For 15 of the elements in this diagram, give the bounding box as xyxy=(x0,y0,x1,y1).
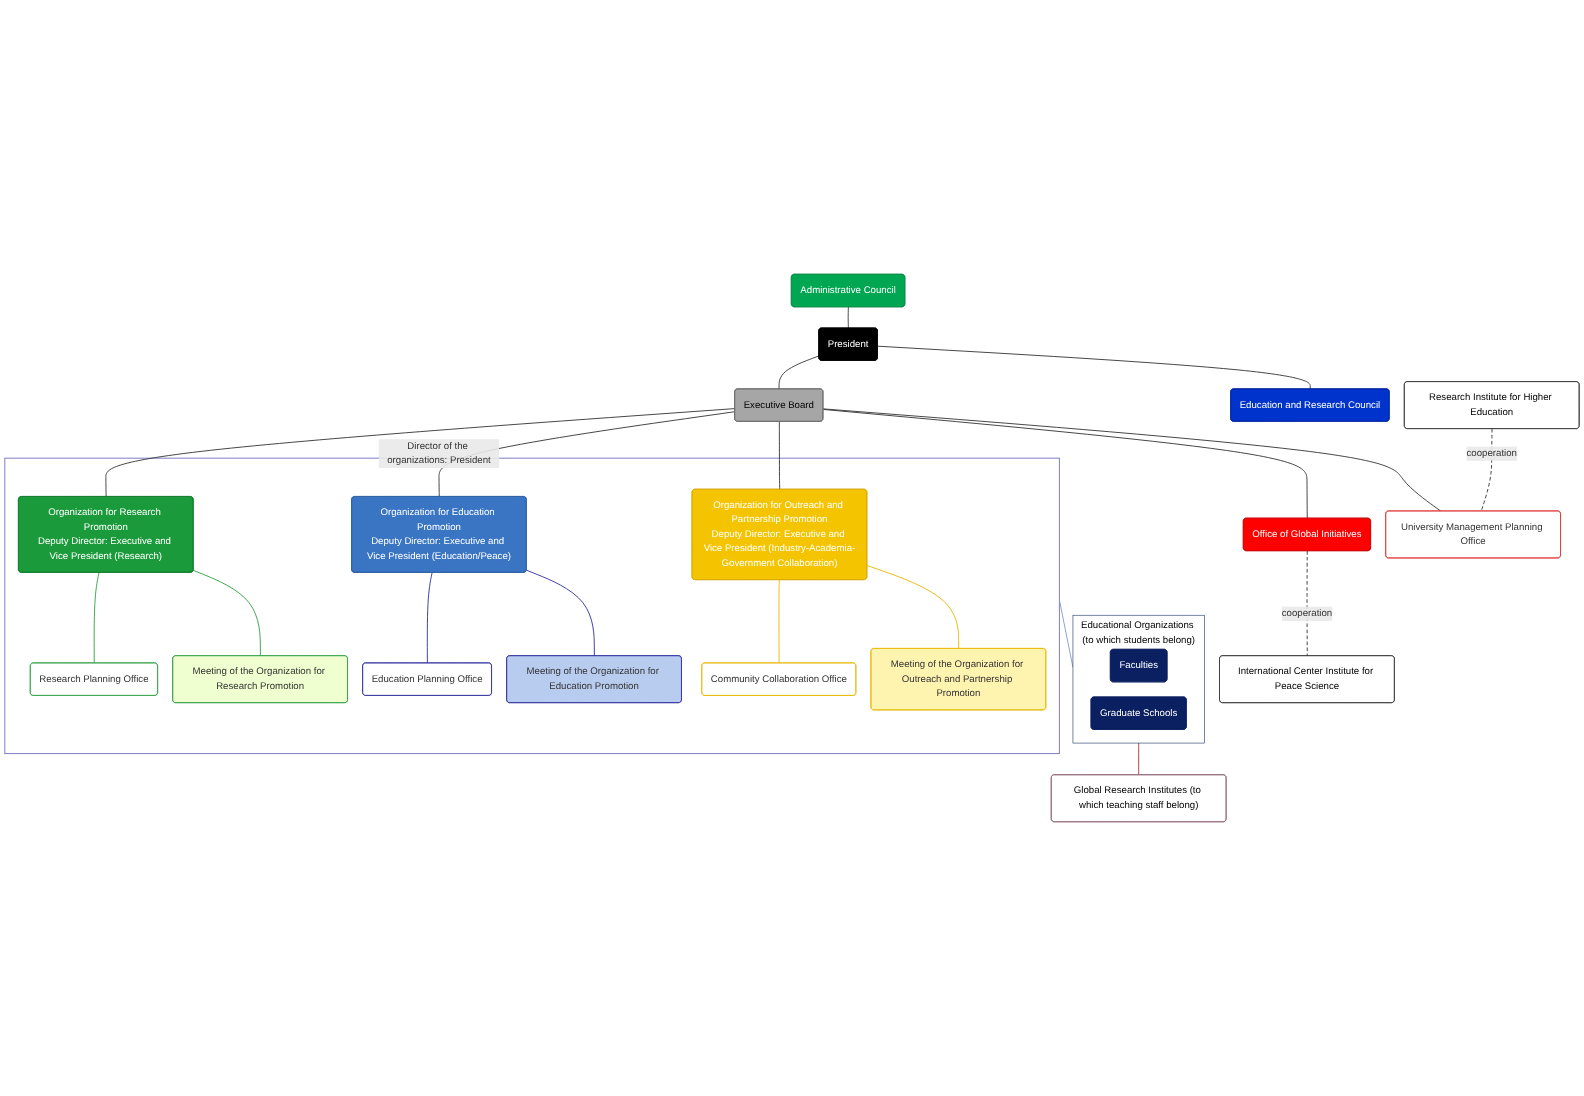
connector xyxy=(193,569,261,657)
connector xyxy=(778,579,780,664)
connector xyxy=(822,408,1442,512)
connector xyxy=(778,421,781,490)
connector xyxy=(93,572,100,664)
connector xyxy=(847,306,849,329)
connector xyxy=(877,345,1311,390)
cluster xyxy=(4,457,1060,755)
connector xyxy=(1138,742,1140,776)
connector xyxy=(822,409,1308,519)
connector xyxy=(426,572,433,664)
connector xyxy=(866,565,960,650)
connector xyxy=(526,569,595,657)
connector xyxy=(1306,550,1308,657)
connector xyxy=(778,355,820,390)
